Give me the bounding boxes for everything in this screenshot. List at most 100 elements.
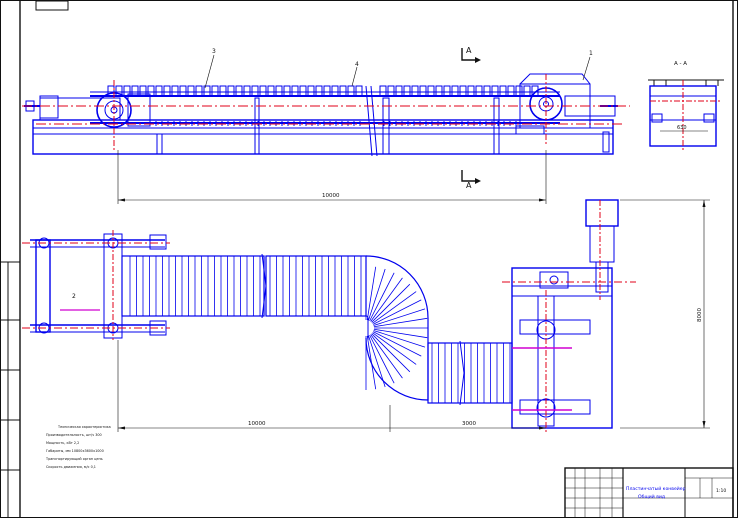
dim-plan-mid: 3000 xyxy=(462,421,476,427)
chain-link xyxy=(475,85,483,97)
section-view-a-a: А - А 630 xyxy=(648,61,724,150)
curved-section xyxy=(365,255,429,401)
chain-link xyxy=(323,85,331,97)
chain-link xyxy=(251,85,259,97)
chain-link xyxy=(115,85,123,97)
chain-link xyxy=(219,85,227,97)
chain-link xyxy=(403,85,411,97)
chain-link xyxy=(139,85,147,97)
chain-link xyxy=(315,85,323,97)
curve-slat xyxy=(372,291,417,324)
section-mark-bottom: А xyxy=(466,181,472,190)
dim-plan-left: 10000 xyxy=(248,421,266,427)
slats-section-2 xyxy=(269,256,362,316)
curve-slats xyxy=(365,266,428,390)
curve-slat xyxy=(372,331,422,357)
chain-link xyxy=(347,85,355,97)
curve-slat xyxy=(373,330,426,348)
chain-link xyxy=(107,85,115,97)
curve-slat xyxy=(373,317,428,328)
dim-top-overall: 10000 xyxy=(322,193,340,199)
chain-link xyxy=(203,85,211,97)
curve-slat xyxy=(370,277,403,322)
chain-link xyxy=(227,85,235,97)
chain-link xyxy=(243,85,251,97)
callout-4: 4 xyxy=(355,61,359,68)
title-name-2: Общий вид xyxy=(638,493,665,500)
title-block: Пластинчатый конвейер Общий вид 1:10 xyxy=(564,467,734,518)
drive-station-plan xyxy=(502,199,636,432)
curve-slat xyxy=(371,333,411,373)
chain-link xyxy=(507,85,515,97)
note-line-4: Транспортирующий орган цепь xyxy=(45,457,103,461)
chain-link xyxy=(283,85,291,97)
curve-slat xyxy=(368,268,386,321)
chain-link xyxy=(235,85,243,97)
chain-link xyxy=(291,85,299,97)
chain-link xyxy=(411,85,419,97)
curve-slat xyxy=(368,335,386,388)
curve-slat xyxy=(369,272,395,322)
chain-link xyxy=(459,85,467,97)
callout-2: 2 xyxy=(72,293,76,300)
chain-link xyxy=(395,85,403,97)
chain-link xyxy=(467,85,475,97)
note-line-3: Габариты, мм 10800х3600х1000 xyxy=(46,449,104,453)
chain-link xyxy=(451,85,459,97)
chain-link xyxy=(123,85,131,97)
chain-link xyxy=(483,85,491,97)
curve-slat xyxy=(372,332,417,365)
title-sheet: 1:10 xyxy=(716,488,726,494)
chain-link xyxy=(171,85,179,97)
slats-section-1 xyxy=(129,256,261,316)
chain-link xyxy=(427,85,435,97)
chain-link xyxy=(275,85,283,97)
chain-link xyxy=(419,85,427,97)
chain-link xyxy=(259,85,267,97)
chain-link xyxy=(187,85,195,97)
chain-link xyxy=(515,85,523,97)
note-line-1: Производительность, шт/ч 300 xyxy=(46,433,102,437)
chain-link xyxy=(339,85,347,97)
chain-link xyxy=(523,85,531,97)
callout-3: 3 xyxy=(212,48,216,55)
note-line-5: Скорость движения, м/с 0,1 xyxy=(46,465,96,469)
curve-slat xyxy=(373,308,426,326)
curve-slat xyxy=(366,335,377,390)
curve-slat xyxy=(370,334,403,379)
callout-1: 1 xyxy=(589,50,593,57)
curve-slat xyxy=(372,299,422,325)
note-line-2: Мощность, кВт 2,2 xyxy=(46,441,79,445)
chain-link xyxy=(211,85,219,97)
chain-link xyxy=(163,85,171,97)
curve-slat xyxy=(366,266,377,321)
curve-slat xyxy=(373,328,428,339)
chain-link xyxy=(179,85,187,97)
chain-links-top xyxy=(107,85,539,97)
title-name-1: Пластинчатый конвейер xyxy=(626,485,686,492)
chain-link xyxy=(331,85,339,97)
chain-link xyxy=(355,85,363,97)
section-mark-top: А xyxy=(466,46,472,55)
chain-link xyxy=(491,85,499,97)
side-elevation-view: 3 4 1 А А 10000 xyxy=(22,46,630,204)
curve-slat xyxy=(371,283,411,323)
chain-link xyxy=(195,85,203,97)
chain-link xyxy=(155,85,163,97)
dim-plan-height: 8000 xyxy=(697,308,703,322)
chain-link xyxy=(499,85,507,97)
tech-notes: Техническая характеристика Производитель… xyxy=(45,425,111,469)
chain-link xyxy=(267,85,275,97)
chain-link xyxy=(443,85,451,97)
chain-link xyxy=(379,85,387,97)
curve-slat xyxy=(369,334,395,384)
section-view-title: А - А xyxy=(674,61,687,67)
chain-link xyxy=(299,85,307,97)
chain-link xyxy=(387,85,395,97)
chain-link xyxy=(147,85,155,97)
dim-section-width: 630 xyxy=(677,125,687,131)
chain-link xyxy=(435,85,443,97)
note-title: Техническая характеристика xyxy=(57,425,111,429)
